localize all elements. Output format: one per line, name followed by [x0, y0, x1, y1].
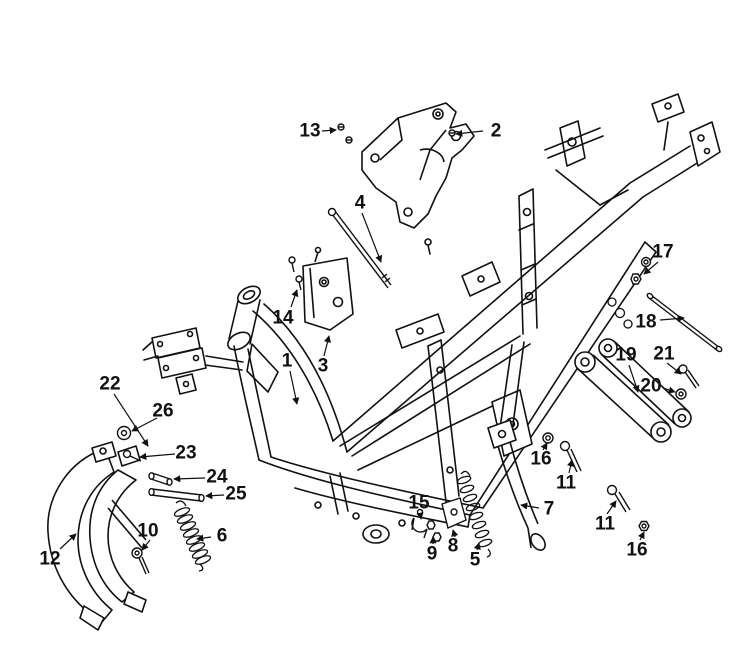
callout-13: 13: [299, 120, 321, 142]
nut-17: [630, 256, 652, 285]
bolt-11-lower: [606, 484, 631, 513]
callout-23: 23: [175, 442, 197, 464]
callout-12: 12: [39, 548, 61, 570]
bolt-10: [131, 547, 150, 575]
callout-21: 21: [653, 343, 675, 365]
nuts-9: [426, 520, 442, 542]
callout-8: 8: [447, 535, 459, 557]
callout-3: 3: [317, 355, 329, 377]
rod-18: [646, 292, 723, 353]
washer-26: [116, 425, 132, 441]
rivets-14: [288, 256, 303, 291]
washer-16-upper: [542, 432, 554, 444]
leader-lines: [59, 126, 685, 551]
callout-15: 15: [408, 492, 430, 514]
callout-7: 7: [543, 498, 555, 520]
callout-26: 26: [152, 400, 174, 422]
callout-11: 11: [555, 472, 577, 494]
pin-25: [148, 487, 205, 503]
callout-5: 5: [469, 549, 481, 571]
callout-18: 18: [635, 311, 657, 333]
callout-16: 16: [626, 539, 648, 561]
pin-24: [148, 472, 173, 486]
rod-part-4: [327, 207, 392, 289]
callout-1: 1: [281, 350, 293, 372]
callout-6: 6: [216, 525, 228, 547]
callout-4: 4: [354, 192, 366, 214]
callout-25: 25: [225, 483, 247, 505]
callout-19: 19: [615, 344, 637, 366]
callout-11: 11: [594, 513, 616, 535]
callout-20: 20: [640, 375, 662, 397]
nut-16-lower: [638, 520, 650, 532]
washer-20: [675, 388, 687, 400]
bolt-11-upper: [559, 440, 582, 473]
callout-14: 14: [272, 307, 294, 329]
center-stand: [47, 441, 147, 631]
bracket-part-2: [361, 102, 475, 229]
callout-22: 22: [99, 373, 121, 395]
bolt-23: [122, 449, 142, 462]
washer-stack-19: [607, 297, 633, 329]
main-frame: [142, 93, 721, 544]
side-stand: [497, 441, 546, 551]
callout-2: 2: [490, 120, 502, 142]
spring-5: [456, 470, 493, 558]
callout-16: 16: [530, 448, 552, 470]
callout-17: 17: [652, 241, 674, 263]
callout-10: 10: [137, 520, 159, 542]
screws-13: [337, 123, 456, 144]
callout-9: 9: [426, 543, 438, 565]
bolt-21: [678, 364, 700, 389]
bracket-part-3: [302, 246, 354, 331]
spring-6: [173, 500, 212, 572]
callout-24: 24: [206, 466, 228, 488]
clamp-15: [411, 508, 428, 539]
bracket-8: [441, 497, 467, 529]
